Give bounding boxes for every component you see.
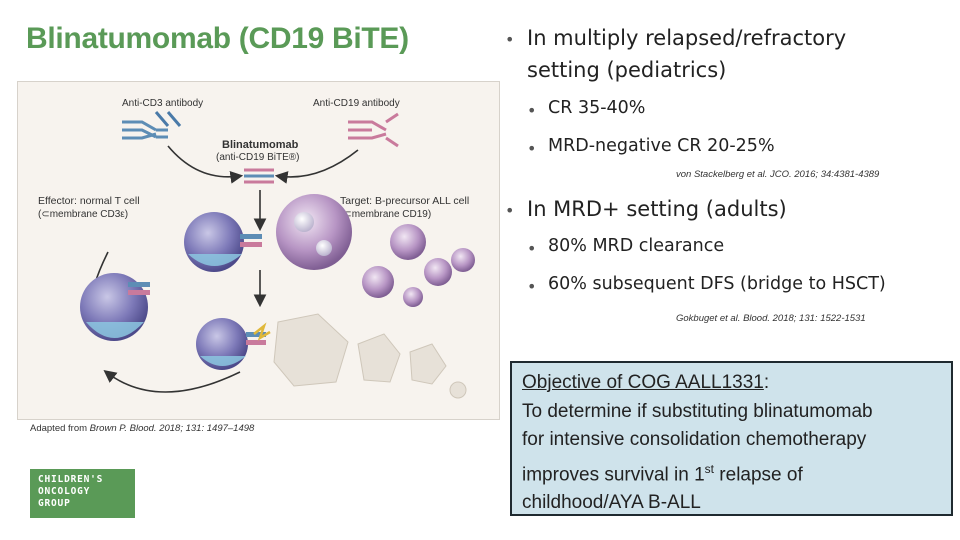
blinatumomab-sub-label: (anti-CD19 BiTE®) (216, 152, 300, 163)
engaged-t-cell-icon (184, 212, 262, 272)
b-all-cell-icon (276, 194, 352, 270)
bullet-icon: • (505, 30, 515, 49)
mechanism-diagram: Anti-CD3 antibody Anti-CD19 antibody Bli… (38, 98, 475, 399)
target-sub-label: (⊂membrane CD19) (340, 209, 431, 220)
logo-line-1: CHILDREN'S (38, 474, 104, 485)
logo-line-2: ONCOLOGY (38, 486, 91, 497)
objective-heading-line: Objective of COG AALL1331: (522, 369, 951, 398)
bullet-icon: • (527, 277, 537, 296)
target-label: Target: B-precursor ALL cell (340, 195, 469, 207)
objective-heading: Objective of COG AALL1331 (522, 372, 764, 393)
objective-line-4-post: relapse of (714, 463, 803, 485)
slide-title: Blinatumomab (CD19 BiTE) (26, 22, 409, 55)
anti-cd19-antibody-icon (348, 112, 399, 148)
effector-label: Effector: normal T cell (38, 195, 140, 207)
section2-reference: Gokbuget et al. Blood. 2018; 131: 1522-1… (676, 313, 866, 324)
caption-citation: Brown P. Blood. 2018; 131: 1497–1498 (89, 423, 255, 434)
anti-cd3-label: Anti-CD3 antibody (122, 98, 203, 109)
mechanism-figure: Anti-CD3 antibody Anti-CD19 antibody Bli… (17, 81, 500, 420)
objective-line-4: improves survival in 1st relapse of (522, 455, 951, 490)
effector-sub-label: (⊂membrane CD3ε) (38, 209, 128, 220)
objective-line-4-sup: st (704, 461, 715, 476)
figure-caption: Adapted from Brown P. Blood. 2018; 131: … (30, 423, 254, 434)
objective-line-3: for intensive consolidation chemotherapy (522, 429, 867, 450)
logo-line-3: GROUP (38, 498, 71, 509)
t-cell-icon (80, 273, 150, 341)
objective-line-5: childhood/AYA B-ALL (522, 492, 701, 514)
objective-colon: : (763, 372, 770, 393)
objective-box: Objective of COG AALL1331: To determine … (510, 361, 953, 516)
killing-step-icon (196, 318, 271, 370)
anti-cd19-label: Anti-CD19 antibody (313, 98, 400, 109)
section1-reference: von Stackelberg et al. JCO. 2016; 34:438… (676, 169, 880, 180)
section1-header-line2: setting (pediatrics) (527, 58, 727, 82)
cog-logo: CHILDREN'S ONCOLOGY GROUP (30, 469, 135, 518)
blinatumomab-label: Blinatumomab (222, 139, 299, 151)
objective-line-2: To determine if substituting blinatumoma… (522, 400, 873, 422)
section2-header: In MRD+ setting (adults) (527, 197, 787, 221)
section2-item-clearance: 80% MRD clearance (548, 236, 725, 256)
caption-prefix: Adapted from (30, 423, 90, 434)
section2-item-dfs: 60% subsequent DFS (bridge to HSCT) (548, 274, 886, 294)
bullet-icon: • (527, 239, 537, 258)
section1-item-mrd: MRD-negative CR 20-25% (548, 136, 775, 156)
section1-item-cr: CR 35-40% (548, 98, 646, 118)
bullet-icon: • (505, 201, 515, 220)
anti-cd3-antibody-icon (122, 111, 182, 140)
bullet-icon: • (527, 139, 537, 158)
proliferating-t-cells-icon (362, 224, 475, 307)
blinatumomab-icon (244, 168, 274, 184)
section1-header-line1: In multiply relapsed/refractory (527, 26, 847, 50)
objective-line-4-pre: improves survival in 1 (522, 463, 705, 485)
bullet-icon: • (527, 101, 537, 120)
lysed-cells-icon (273, 313, 467, 399)
